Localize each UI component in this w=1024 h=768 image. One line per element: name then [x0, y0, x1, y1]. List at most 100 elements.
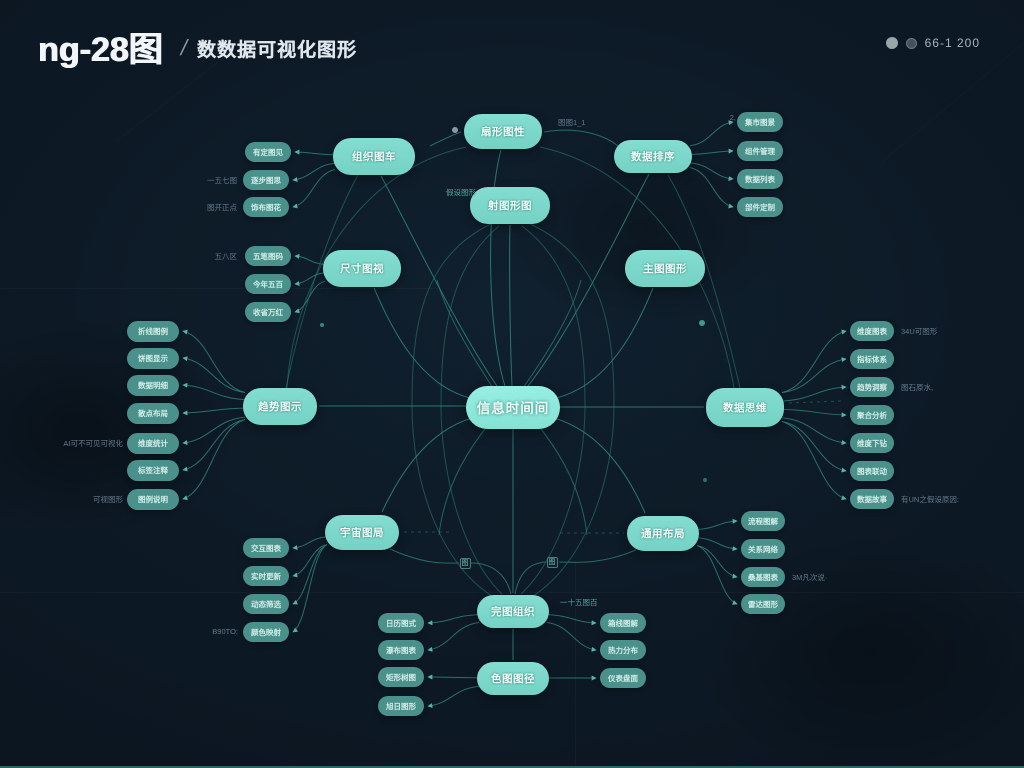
- ring-icon[interactable]: [905, 37, 917, 49]
- node-bl2[interactable]: 实时更新: [243, 566, 289, 586]
- node-m10[interactable]: 通用布局: [627, 515, 699, 551]
- bottom-accent-bar: [0, 766, 1024, 768]
- node-bc7[interactable]: 仪表盘面: [600, 668, 646, 688]
- node-bc3[interactable]: 矩形树图: [378, 667, 424, 687]
- annotation-text: 假设图形: [446, 188, 476, 197]
- node-m3[interactable]: 射图形图: [470, 186, 550, 224]
- node-m7[interactable]: 趋势图示: [243, 387, 317, 425]
- node-r1[interactable]: 维度图表: [850, 321, 894, 341]
- node-ml2[interactable]: 今年五百: [245, 274, 291, 294]
- edge-m11-bc5: [546, 614, 597, 626]
- node-r4[interactable]: 聚合分析: [850, 405, 894, 425]
- edge-m8-r6: [781, 421, 847, 473]
- node-bl3[interactable]: 动态筛选: [243, 594, 289, 614]
- node-bc2[interactable]: 瀑布图表: [378, 640, 424, 660]
- edge-m2-tr3: [689, 162, 734, 182]
- node-m1[interactable]: 扇形图性: [464, 113, 542, 149]
- node-label: 逐步图思: [251, 175, 281, 185]
- node-label: 旭日图形: [386, 701, 416, 711]
- node-br4[interactable]: 雷达图形: [741, 594, 785, 614]
- edge-m5-ml1: [294, 253, 326, 265]
- node-m4[interactable]: 组织图车: [333, 137, 415, 175]
- edge-fan-2: [438, 423, 490, 536]
- node-l2[interactable]: 饼图显示: [127, 347, 179, 369]
- node-m9[interactable]: 宇宙图局: [325, 514, 399, 550]
- node-l4[interactable]: 散点布局: [127, 402, 179, 424]
- connector-dot: [699, 320, 705, 326]
- connector-dot: [703, 478, 707, 482]
- node-tl2[interactable]: 逐步图思: [243, 170, 289, 190]
- node-label: 有定图见: [253, 147, 283, 157]
- annotation-text: 图图1_1: [558, 118, 586, 127]
- edge-m8-r7: [781, 421, 847, 501]
- node-tr4[interactable]: 部件定制: [737, 197, 783, 217]
- edge-m2-tr2: [689, 148, 734, 155]
- node-tr2[interactable]: 组件管理: [737, 141, 783, 161]
- node-center[interactable]: 信息时间间: [466, 385, 560, 429]
- edge-m7-l2: [182, 356, 246, 393]
- node-label: 数据明细: [138, 380, 168, 390]
- edge-center-m9: [381, 417, 473, 513]
- node-r6[interactable]: 图表联动: [850, 461, 894, 481]
- node-label: 指标体系: [857, 354, 887, 364]
- annotation-text: B90TO:: [212, 627, 238, 636]
- node-br3[interactable]: 桑基图表: [741, 567, 785, 587]
- node-bc5[interactable]: 箱线图解: [600, 613, 646, 633]
- node-label: 热力分布: [608, 645, 638, 655]
- node-label: 维度图表: [857, 326, 887, 336]
- node-bc6[interactable]: 热力分布: [600, 640, 646, 660]
- node-tl3[interactable]: 饰布图花: [243, 197, 289, 217]
- edge-center-m2: [527, 173, 650, 387]
- annotation-text: 图开正点: [207, 203, 237, 212]
- node-label: 组织图车: [352, 150, 396, 163]
- annotation-text: 图石原水,: [901, 383, 934, 392]
- node-tr3[interactable]: 数据列表: [737, 169, 783, 189]
- node-m6[interactable]: 主图图形: [625, 249, 705, 287]
- node-r7[interactable]: 数据故事: [850, 489, 894, 509]
- node-label: 组件管理: [745, 146, 775, 156]
- edge-loop-2: [440, 225, 503, 595]
- node-bc4[interactable]: 旭日图形: [378, 696, 424, 716]
- edge-m11-bc2: [427, 622, 480, 652]
- node-m5[interactable]: 尺寸图视: [323, 249, 401, 287]
- node-r2[interactable]: 指标体系: [850, 349, 894, 369]
- node-label: 数据排序: [631, 150, 675, 163]
- edge-m4-m1: [429, 131, 462, 147]
- node-ml3[interactable]: 收省万红: [245, 302, 291, 322]
- node-m2[interactable]: 数据排序: [614, 139, 692, 173]
- edge-m9-bl4: [292, 544, 328, 633]
- node-l7[interactable]: 图例说明: [127, 488, 179, 510]
- node-r3[interactable]: 趋势洞察: [850, 377, 894, 397]
- node-m12[interactable]: 色图图径: [477, 661, 549, 695]
- node-l5[interactable]: 维度统计: [127, 432, 179, 454]
- edge-m7-l5: [182, 416, 246, 445]
- node-r5[interactable]: 维度下钻: [850, 433, 894, 453]
- node-l6[interactable]: 标签注释: [127, 459, 179, 481]
- node-label: 射图形图: [488, 199, 532, 212]
- node-bc1[interactable]: 日历图式: [378, 613, 424, 633]
- node-label: 维度统计: [138, 438, 168, 448]
- node-l3[interactable]: 数据明细: [127, 374, 179, 396]
- node-m11[interactable]: 完图组织: [477, 594, 549, 628]
- circle-icon[interactable]: [885, 37, 898, 49]
- node-br1[interactable]: 流程图解: [741, 511, 785, 531]
- annotation-text: 34U可图形: [901, 327, 938, 336]
- node-ml1[interactable]: 五笔图码: [245, 246, 291, 266]
- edge-fan-1: [522, 279, 582, 389]
- header-meta: 66-1 200: [885, 36, 980, 50]
- node-tr1[interactable]: 集市图景: [737, 112, 783, 132]
- edge-m11-bc1: [427, 614, 480, 626]
- edge-m8-r5: [781, 417, 847, 446]
- node-bl1[interactable]: 交互图表: [243, 538, 289, 558]
- edge-m11-bc6: [546, 622, 597, 652]
- node-label: 饰布图花: [251, 202, 281, 212]
- annotation-text: 可视图形: [93, 495, 123, 504]
- node-label: 标签注释: [138, 465, 168, 475]
- node-label: 今年五百: [253, 279, 283, 289]
- node-l1[interactable]: 折线图例: [127, 320, 179, 342]
- node-tl1[interactable]: 有定图见: [245, 142, 291, 162]
- node-m8[interactable]: 数据思维: [706, 387, 784, 427]
- page-header: ng-28图 / 数数据可视化图形: [38, 22, 357, 71]
- node-bl4[interactable]: 颜色映射: [243, 622, 289, 642]
- node-br2[interactable]: 关系网络: [741, 539, 785, 559]
